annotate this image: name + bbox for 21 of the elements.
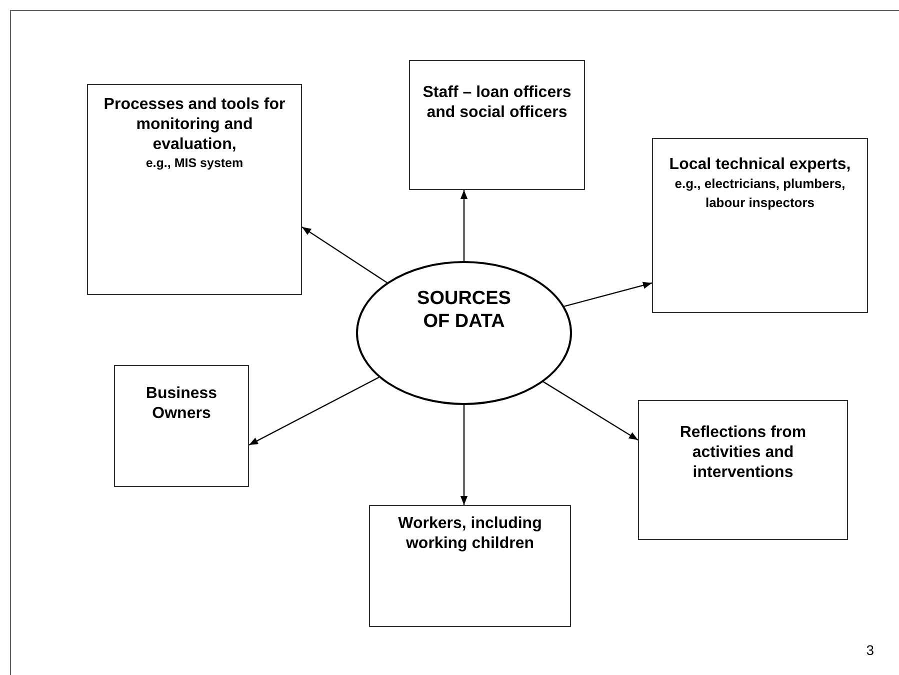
node-text: Workers, including working children <box>397 514 543 554</box>
text-box <box>409 60 585 190</box>
text-box <box>369 505 571 627</box>
arrow <box>302 226 388 284</box>
text-box <box>87 84 302 295</box>
arrow <box>564 282 652 307</box>
arrow <box>248 376 380 446</box>
text-box <box>652 138 868 313</box>
node-text: Business Owners <box>144 384 218 424</box>
arrow <box>460 190 468 261</box>
page-number: 3 <box>866 641 874 660</box>
node-text: e.g., MIS system <box>144 155 244 172</box>
text-box <box>638 400 848 540</box>
arrow <box>460 405 468 505</box>
node-text: Reflections from activities and interventions <box>678 423 808 483</box>
node-text: Staff – loan officers and social officers <box>422 83 572 123</box>
text-box <box>114 365 249 487</box>
node-title: SOURCES OF DATA <box>416 287 512 333</box>
arrow <box>543 381 638 441</box>
node-text: Processes and tools for monitoring and evaluation, <box>102 95 286 155</box>
node-text: Local technical experts, e.g., electricians, plumbers, labour inspectors <box>668 155 852 212</box>
